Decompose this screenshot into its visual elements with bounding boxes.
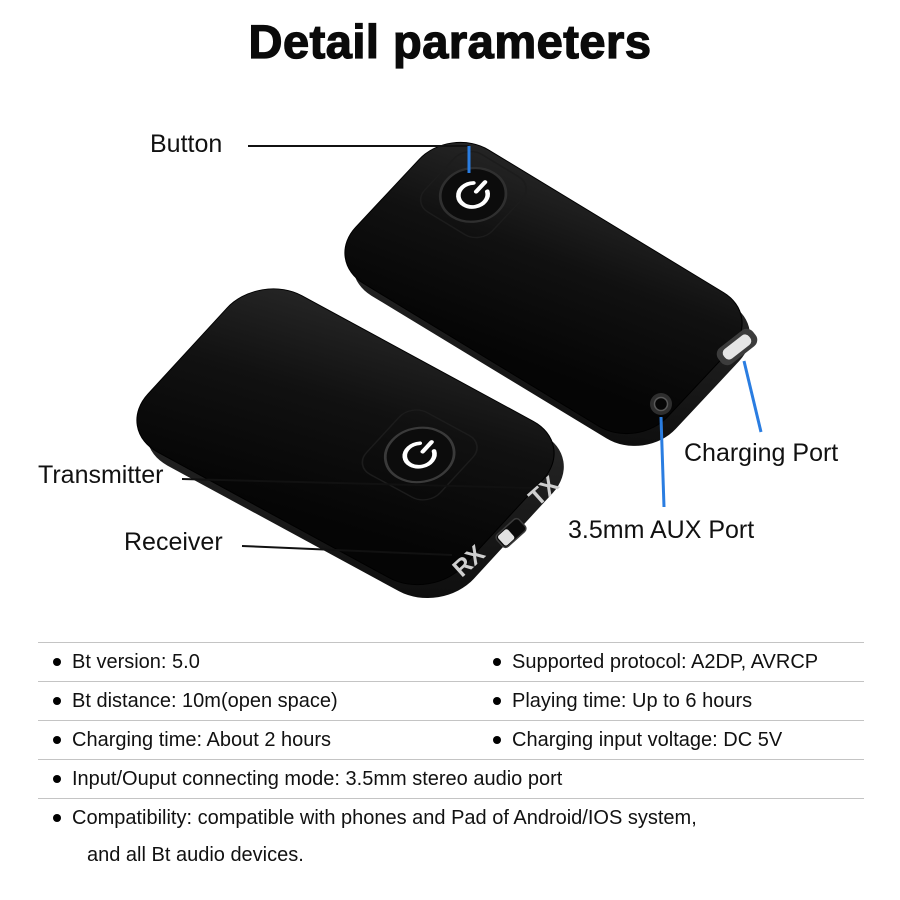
bullet-icon [53,814,61,822]
bullet-icon [493,736,501,744]
page-title: Detail parameters [248,14,652,68]
spec-text: Charging input voltage: DC 5V [512,728,783,751]
spec-text: and all Bt audio devices. [87,843,304,866]
device-top-face [344,141,743,435]
device-top [344,141,751,446]
spec-text: Bt version: 5.0 [72,650,200,673]
aux-port-hole [653,396,669,412]
spec-item-bt-version: Bt version: 5.0 [38,643,478,681]
device-illustration: TX RX [38,130,839,599]
spec-text: Charging time: About 2 hours [72,728,332,751]
bullet-icon [53,775,61,783]
spec-item-protocol: Supported protocol: A2DP, AVRCP [478,643,864,681]
spec-item-compatibility: Compatibility: compatible with phones an… [38,799,864,837]
power-button-bottom [383,426,456,484]
button-panel-seam [361,409,478,501]
spec-text: Input/Ouput connecting mode: 3.5mm stere… [72,767,563,790]
power-button-top [438,166,508,223]
spec-list: Bt version: 5.0 Supported protocol: A2DP… [38,642,864,873]
spec-item-compatibility-line2: and all Bt audio devices. [38,837,864,873]
callout-aux-port-label: 3.5mm AUX Port [568,516,755,544]
spec-text: Supported protocol: A2DP, AVRCP [512,650,819,673]
spec-row: Bt distance: 10m(open space) Playing tim… [38,681,864,720]
spec-item-playing-time: Playing time: Up to 6 hours [478,682,864,720]
callout-transmitter-label: Transmitter [38,461,164,489]
illustration-canvas: TX RX [136,141,763,599]
switch-knob [498,529,515,546]
spec-text: Playing time: Up to 6 hours [512,689,753,712]
callout-receiver-label: Receiver [124,528,223,556]
bullet-icon [53,697,61,705]
aux-callout-line [659,416,666,508]
spec-row: Compatibility: compatible with phones an… [38,798,864,873]
spec-item-connecting-mode: Input/Ouput connecting mode: 3.5mm stere… [38,760,864,798]
spec-row: Bt version: 5.0 Supported protocol: A2DP… [38,642,864,681]
spec-text: Compatibility: compatible with phones an… [72,806,697,829]
bullet-icon [493,697,501,705]
bullet-icon [53,736,61,744]
callout-charging-port-label: Charging Port [684,439,839,467]
receiver-callout-line [241,545,453,556]
spec-row: Input/Ouput connecting mode: 3.5mm stere… [38,759,864,798]
button-panel-seam [419,150,528,239]
device-bottom-face [136,288,555,586]
bullet-icon [53,658,61,666]
spec-text: Bt distance: 10m(open space) [72,689,338,712]
spec-item-input-voltage: Charging input voltage: DC 5V [478,721,864,759]
spec-row: Charging time: About 2 hours Charging in… [38,720,864,759]
bullet-icon [493,658,501,666]
power-button-ring [383,426,456,484]
charging-port-slot [722,334,752,360]
spec-item-bt-distance: Bt distance: 10m(open space) [38,682,478,720]
power-button-ring [438,166,508,223]
mode-switch [495,517,527,549]
charging-port [716,328,758,366]
spec-item-charging-time: Charging time: About 2 hours [38,721,478,759]
device-bottom [136,288,564,599]
aux-port [650,393,672,415]
callout-button-label: Button [150,130,223,158]
transmitter-callout-line [181,478,533,489]
charging-callout-line [742,360,763,433]
